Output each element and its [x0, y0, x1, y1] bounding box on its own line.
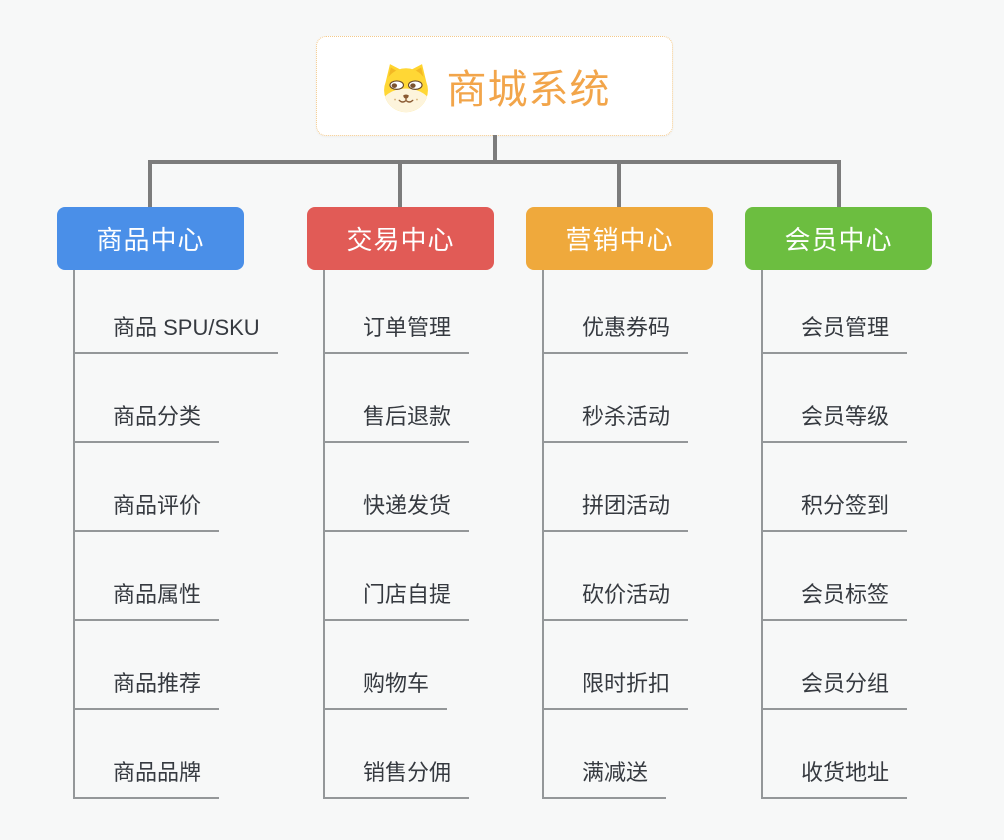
- leaf-label: 会员等级: [763, 399, 908, 443]
- leaf-label: 商品推荐: [75, 666, 220, 710]
- connector-branch-3: [617, 162, 621, 208]
- leaf-node[interactable]: 商品品牌: [75, 710, 278, 799]
- leaf-node[interactable]: 收货地址: [763, 710, 908, 799]
- leaf-node[interactable]: 积分签到: [763, 443, 908, 532]
- leaf-node[interactable]: 门店自提: [325, 532, 470, 621]
- leaf-node[interactable]: 商品分类: [75, 354, 278, 443]
- leaf-node[interactable]: 会员分组: [763, 621, 908, 710]
- branch-column-3: 营销中心优惠券码秒杀活动拼团活动砍价活动限时折扣满减送: [526, 207, 713, 799]
- leaf-label: 购物车: [325, 666, 448, 710]
- branch-items: 商品 SPU/SKU 商品分类商品评价商品属性商品推荐商品品牌: [73, 270, 278, 799]
- leaf-node[interactable]: 商品属性: [75, 532, 278, 621]
- leaf-node[interactable]: 快递发货: [325, 443, 470, 532]
- leaf-label: 商品评价: [75, 488, 220, 532]
- leaf-label: 会员标签: [763, 577, 908, 621]
- branch-items: 优惠券码秒杀活动拼团活动砍价活动限时折扣满减送: [542, 270, 689, 799]
- leaf-label: 订单管理: [325, 310, 470, 354]
- leaf-label: 商品 SPU/SKU: [75, 310, 278, 354]
- branch-column-2: 交易中心订单管理售后退款快递发货门店自提购物车销售分佣: [307, 207, 494, 799]
- leaf-node[interactable]: 会员标签: [763, 532, 908, 621]
- leaf-node[interactable]: 商品评价: [75, 443, 278, 532]
- leaf-label: 拼团活动: [544, 488, 689, 532]
- leaf-label: 积分签到: [763, 488, 908, 532]
- leaf-node[interactable]: 商品 SPU/SKU: [75, 270, 278, 354]
- connector-branch-1: [148, 162, 152, 208]
- root-node[interactable]: 商城系统: [316, 36, 673, 136]
- leaf-node[interactable]: 售后退款: [325, 354, 470, 443]
- leaf-label: 商品品牌: [75, 755, 220, 799]
- branch-items: 订单管理售后退款快递发货门店自提购物车销售分佣: [323, 270, 470, 799]
- branch-node[interactable]: 会员中心: [745, 207, 932, 270]
- leaf-node[interactable]: 限时折扣: [544, 621, 689, 710]
- leaf-label: 会员管理: [763, 310, 908, 354]
- branch-column-1: 商品中心商品 SPU/SKU 商品分类商品评价商品属性商品推荐商品品牌: [57, 207, 278, 799]
- leaf-node[interactable]: 会员等级: [763, 354, 908, 443]
- leaf-node[interactable]: 优惠券码: [544, 270, 689, 354]
- branch-column-4: 会员中心会员管理会员等级积分签到会员标签会员分组收货地址: [745, 207, 932, 799]
- leaf-label: 限时折扣: [544, 666, 689, 710]
- leaf-label: 销售分佣: [325, 755, 470, 799]
- leaf-label: 秒杀活动: [544, 399, 689, 443]
- leaf-label: 收货地址: [763, 755, 908, 799]
- leaf-label: 优惠券码: [544, 310, 689, 354]
- leaf-node[interactable]: 拼团活动: [544, 443, 689, 532]
- branch-items: 会员管理会员等级积分签到会员标签会员分组收货地址: [761, 270, 908, 799]
- branch-node[interactable]: 商品中心: [57, 207, 244, 270]
- leaf-label: 快递发货: [325, 488, 470, 532]
- root-title: 商城系统: [446, 68, 611, 112]
- branch-node[interactable]: 交易中心: [307, 207, 494, 270]
- connector-trunk: [148, 160, 841, 164]
- connector-branch-2: [398, 162, 402, 208]
- leaf-node[interactable]: 销售分佣: [325, 710, 470, 799]
- leaf-node[interactable]: 商品推荐: [75, 621, 278, 710]
- connector-root-drop: [493, 135, 497, 162]
- leaf-label: 商品属性: [75, 577, 220, 621]
- dog-face-icon: [383, 64, 428, 113]
- leaf-label: 商品分类: [75, 399, 220, 443]
- leaf-node[interactable]: 购物车: [325, 621, 469, 710]
- leaf-label: 满减送: [544, 755, 667, 799]
- leaf-label: 门店自提: [325, 577, 470, 621]
- leaf-label: 售后退款: [325, 399, 470, 443]
- leaf-label: 砍价活动: [544, 577, 689, 621]
- leaf-node[interactable]: 砍价活动: [544, 532, 689, 621]
- leaf-node[interactable]: 会员管理: [763, 270, 908, 354]
- leaf-label: 会员分组: [763, 666, 908, 710]
- connector-branch-4: [837, 162, 841, 208]
- branch-node[interactable]: 营销中心: [526, 207, 713, 270]
- leaf-node[interactable]: 满减送: [544, 710, 688, 799]
- leaf-node[interactable]: 订单管理: [325, 270, 470, 354]
- leaf-node[interactable]: 秒杀活动: [544, 354, 689, 443]
